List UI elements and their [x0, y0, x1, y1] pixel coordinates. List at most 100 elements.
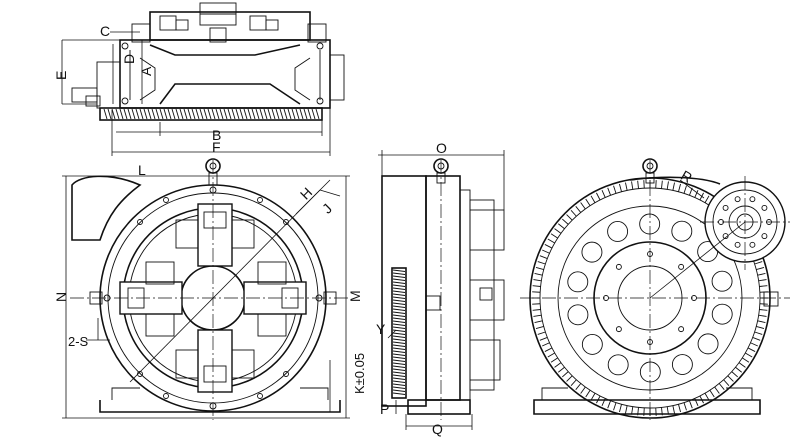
hatch-line: [159, 108, 164, 120]
tooth-line: [637, 407, 639, 416]
hatch-line: [275, 108, 280, 120]
hatch-line: [191, 108, 196, 120]
lightening-hole: [711, 303, 733, 325]
tooth-line: [392, 314, 406, 317]
lightening-hole: [581, 241, 603, 263]
tooth-line: [534, 273, 543, 276]
hatch-line: [187, 108, 192, 120]
tooth-line: [392, 281, 406, 284]
tooth-line: [631, 181, 634, 190]
tooth-line: [392, 338, 406, 341]
lightening-hole: [607, 221, 629, 242]
bolt-hole: [678, 263, 685, 270]
tooth-line: [544, 347, 553, 352]
tooth-line: [392, 374, 406, 377]
tooth-line: [542, 342, 550, 347]
lightening-hole: [607, 354, 629, 376]
tooth-line: [754, 261, 763, 265]
tooth-line: [757, 273, 766, 276]
tooth-line: [554, 228, 562, 234]
hatch-line: [279, 108, 284, 120]
tooth-line: [562, 218, 569, 225]
tooth-line: [694, 398, 699, 406]
tooth-line: [731, 371, 738, 378]
tooth-line: [392, 311, 406, 314]
hatch-line: [147, 108, 152, 120]
hatch-line: [247, 108, 252, 120]
label-r: R: [678, 167, 695, 186]
tooth-line: [735, 366, 742, 373]
hatch-line: [307, 108, 312, 120]
tooth-line: [392, 383, 406, 386]
tooth-line: [558, 366, 565, 373]
hatch-line: [263, 108, 268, 120]
tooth-line: [392, 332, 406, 335]
hatch-line: [231, 108, 236, 120]
tooth-line: [392, 377, 406, 380]
flange-bolt: [734, 241, 741, 248]
tooth-line: [625, 182, 628, 191]
top-view: C E D A B F: [53, 2, 345, 156]
hatch-line: [119, 108, 124, 120]
label-k: K±0.05: [352, 353, 367, 394]
tooth-line: [392, 317, 406, 320]
hatch-line: [155, 108, 160, 120]
tooth-line: [631, 406, 634, 415]
tooth-line: [392, 344, 406, 347]
tooth-line: [575, 383, 582, 390]
tooth-line: [392, 293, 406, 296]
hatch-line: [207, 108, 212, 120]
tooth-line: [747, 347, 756, 352]
tooth-line: [392, 287, 406, 290]
label-p: P: [380, 401, 389, 417]
tooth-line: [533, 279, 542, 282]
tooth-line: [694, 190, 699, 198]
tooth-line: [392, 389, 406, 392]
tooth-line: [547, 352, 555, 358]
hatch-line: [135, 108, 140, 120]
tooth-line: [535, 267, 544, 270]
tooth-line: [566, 375, 573, 382]
tooth-line: [392, 290, 406, 293]
bolt-hole: [678, 326, 685, 333]
label-j: J: [319, 200, 335, 216]
tooth-line: [539, 337, 548, 341]
label-a: A: [138, 66, 154, 76]
tooth-line: [566, 214, 573, 221]
tooth-line: [619, 404, 622, 413]
tooth-line: [683, 402, 687, 411]
bolt-hole: [615, 326, 622, 333]
tooth-line: [758, 314, 767, 317]
hatch-line: [311, 108, 316, 120]
hatch-line: [199, 108, 204, 120]
hatch-line: [267, 108, 272, 120]
hatch-line: [183, 108, 188, 120]
label-l: L: [138, 162, 146, 178]
label-c: C: [100, 23, 110, 39]
tooth-line: [392, 341, 406, 344]
label-n: N: [53, 292, 69, 302]
bolt-hole: [615, 263, 622, 270]
tooth-line: [392, 347, 406, 350]
tooth-line: [575, 206, 582, 213]
label-b: B: [212, 127, 221, 143]
flange-bolt: [761, 233, 768, 240]
label-h: H: [297, 184, 315, 202]
hatch-line: [235, 108, 240, 120]
hatch-line: [211, 108, 216, 120]
hatch-line: [287, 108, 292, 120]
hatch-line: [291, 108, 296, 120]
tooth-line: [625, 405, 628, 414]
tooth-line: [537, 331, 546, 335]
tooth-line: [756, 326, 765, 329]
tooth-line: [392, 275, 406, 278]
hatch-line: [123, 108, 128, 120]
tooth-line: [666, 406, 669, 415]
tooth-line: [392, 386, 406, 389]
hatch-line: [167, 108, 172, 120]
hatch-line: [151, 108, 156, 120]
hatch-line: [251, 108, 256, 120]
hatch-line: [203, 108, 208, 120]
flange-bolt: [749, 241, 756, 248]
lightening-hole: [567, 271, 589, 293]
